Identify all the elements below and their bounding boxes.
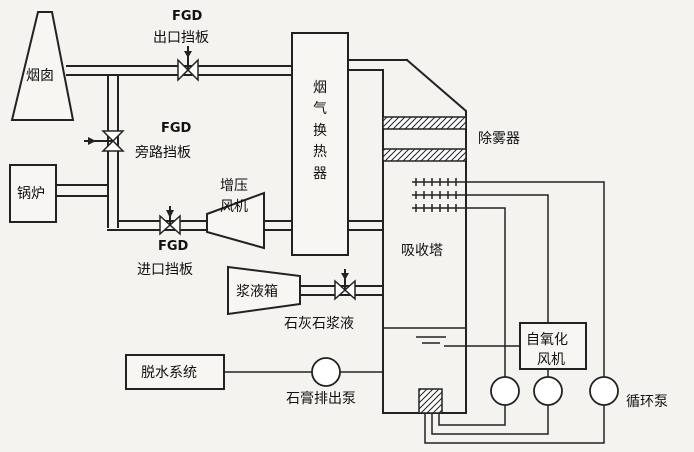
circulation-pump-label: 循环泵 (626, 394, 668, 410)
circulation-bottom-2 (431, 405, 549, 435)
spray-header-3 (412, 207, 506, 378)
booster-fan-icon (206, 191, 265, 250)
gypsum-pump-label: 石膏排出泵 (286, 390, 356, 407)
boiler-box (9, 164, 57, 223)
fgd-outlet-valve-icon (177, 58, 190, 82)
gas-heater-box (291, 32, 349, 256)
spray-nozzles-2 (415, 191, 457, 199)
slurry-valve-stem-tip (341, 273, 349, 280)
fgd-inlet-valve-stem-tip (166, 210, 174, 218)
fgd-inlet-code: FGD (158, 239, 189, 254)
boiler-label: 锅炉 (17, 186, 45, 202)
fgd-outlet-valve-icon-right (186, 58, 199, 82)
slurry-tank-label: 浆液箱 (236, 284, 278, 300)
booster-fan-label-line2: 风机 (220, 199, 248, 215)
limestone-slurry-label: 石灰石浆液 (284, 316, 354, 332)
gas-heater-label-3: 换 (313, 122, 327, 139)
booster-fan-label-line1: 增压 (220, 178, 248, 194)
circulation-pump-1-icon (490, 376, 520, 406)
stack-shape (10, 11, 75, 121)
fgd-bypass-label: 旁路挡板 (135, 144, 191, 161)
gas-heater-label-2: 气 (313, 101, 327, 117)
oxidation-fan-label-line2: 风机 (537, 352, 565, 368)
absorber-label: 吸收塔 (401, 243, 443, 259)
gypsum-pump-icon (311, 357, 341, 387)
fgd-inlet-valve-icon-right (168, 214, 181, 236)
spray-nozzles-3 (415, 204, 457, 212)
absorber-outline (382, 58, 467, 414)
liquid-level-marker (416, 336, 446, 344)
slurry-valve-icon (334, 279, 347, 301)
circulation-bottom-3 (438, 405, 506, 426)
fgd-bypass-valve-icon (101, 130, 125, 143)
spray-header-2 (412, 194, 549, 378)
spray-nozzles-1 (415, 178, 457, 186)
fgd-outlet-label: 出口挡板 (153, 30, 209, 46)
fgd-inlet-valve-icon (159, 214, 172, 236)
slurry-valve-icon-right (343, 279, 356, 301)
dewatering-system-label: 脱水系统 (141, 365, 197, 381)
oxidation-fan-box (519, 322, 587, 370)
fgd-inlet-label: 进口挡板 (137, 262, 193, 278)
fgd-outlet-valve-stem-tip (184, 51, 192, 58)
dewatering-system-box (125, 354, 225, 390)
fgd-outlet-code: FGD (172, 9, 203, 24)
stack-label: 烟囱 (26, 68, 54, 84)
circulation-pump-2-icon (533, 376, 563, 406)
gas-heater-label-5: 器 (313, 166, 327, 182)
gas-heater-label-4: 热 (313, 144, 327, 160)
mist-eliminator-bottom (382, 148, 467, 162)
fgd-bypass-code: FGD (161, 121, 192, 136)
mist-eliminator-label: 除雾器 (478, 131, 520, 147)
absorber-sump (418, 388, 443, 414)
slurry-tank-shape (227, 265, 301, 316)
circulation-bottom-1 (424, 405, 605, 444)
gas-heater-label-1: 烟 (313, 80, 327, 96)
oxidation-fan-label-line1: 自氧化 (526, 332, 568, 348)
fgd-bypass-valve-stem-tip (88, 137, 96, 145)
fgd-bypass-valve-icon-bottom (101, 139, 125, 152)
mist-eliminator-top (382, 116, 467, 130)
spray-header-1 (412, 181, 605, 378)
circulation-pump-3-icon (589, 376, 619, 406)
